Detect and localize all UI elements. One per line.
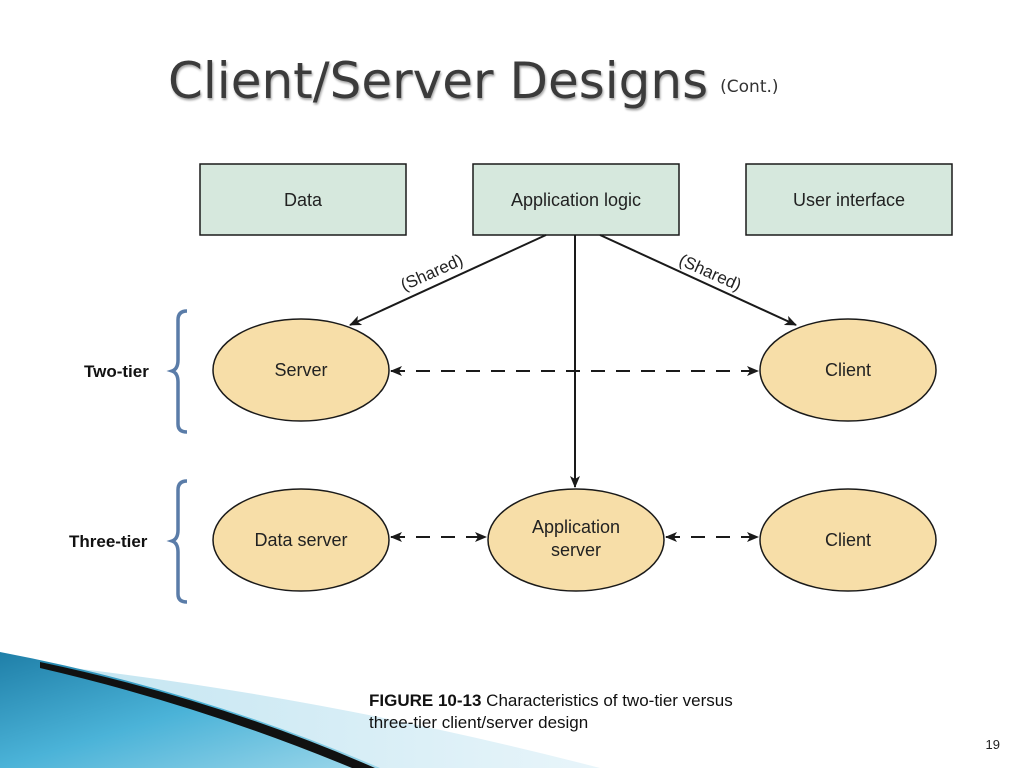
shared-label-right: (Shared) [676, 250, 744, 294]
box-application-logic-label: Application logic [511, 190, 641, 210]
box-application-logic: Application logic [472, 163, 680, 236]
title-text: Client/Server Designs [168, 52, 709, 110]
page-number: 19 [985, 737, 1000, 752]
ellipse-application-server-line1: Application [532, 517, 620, 537]
bracket-three-tier [166, 479, 188, 604]
bracket-two-tier [166, 309, 188, 434]
two-tier-label: Two-tier [84, 362, 149, 381]
box-user-interface-label: User interface [793, 190, 905, 210]
arrow-shared-right [599, 234, 797, 326]
arrow-shared-left [349, 234, 547, 326]
figure-number: FIGURE 10-13 [369, 691, 482, 710]
box-user-interface: User interface [745, 163, 953, 236]
ellipse-data-server-label: Data server [254, 530, 347, 550]
box-data: Data [199, 163, 407, 236]
three-tier-label: Three-tier [69, 532, 148, 551]
ellipse-data-server: Data server [212, 488, 390, 592]
figure-caption: FIGURE 10-13 Characteristics of two-tier… [369, 690, 829, 734]
ellipse-server: Server [212, 318, 390, 422]
ellipse-client-three-tier: Client [759, 488, 937, 592]
ellipse-server-label: Server [274, 360, 327, 380]
ellipse-client-two-tier: Client [759, 318, 937, 422]
caption-text-line2: three-tier client/server design [369, 713, 589, 732]
box-data-label: Data [284, 190, 323, 210]
ellipse-application-server: Application server [487, 488, 665, 592]
caption-text-line1: Characteristics of two-tier versus [486, 691, 733, 710]
ellipse-client-three-tier-label: Client [825, 530, 871, 550]
title-suffix: (Cont.) [720, 77, 779, 98]
ellipse-application-server-line2: server [551, 540, 601, 560]
swoosh-dark-stroke [40, 662, 375, 768]
ellipse-client-two-tier-label: Client [825, 360, 871, 380]
slide-title: Client/Server Designs (Cont.) [168, 52, 779, 110]
